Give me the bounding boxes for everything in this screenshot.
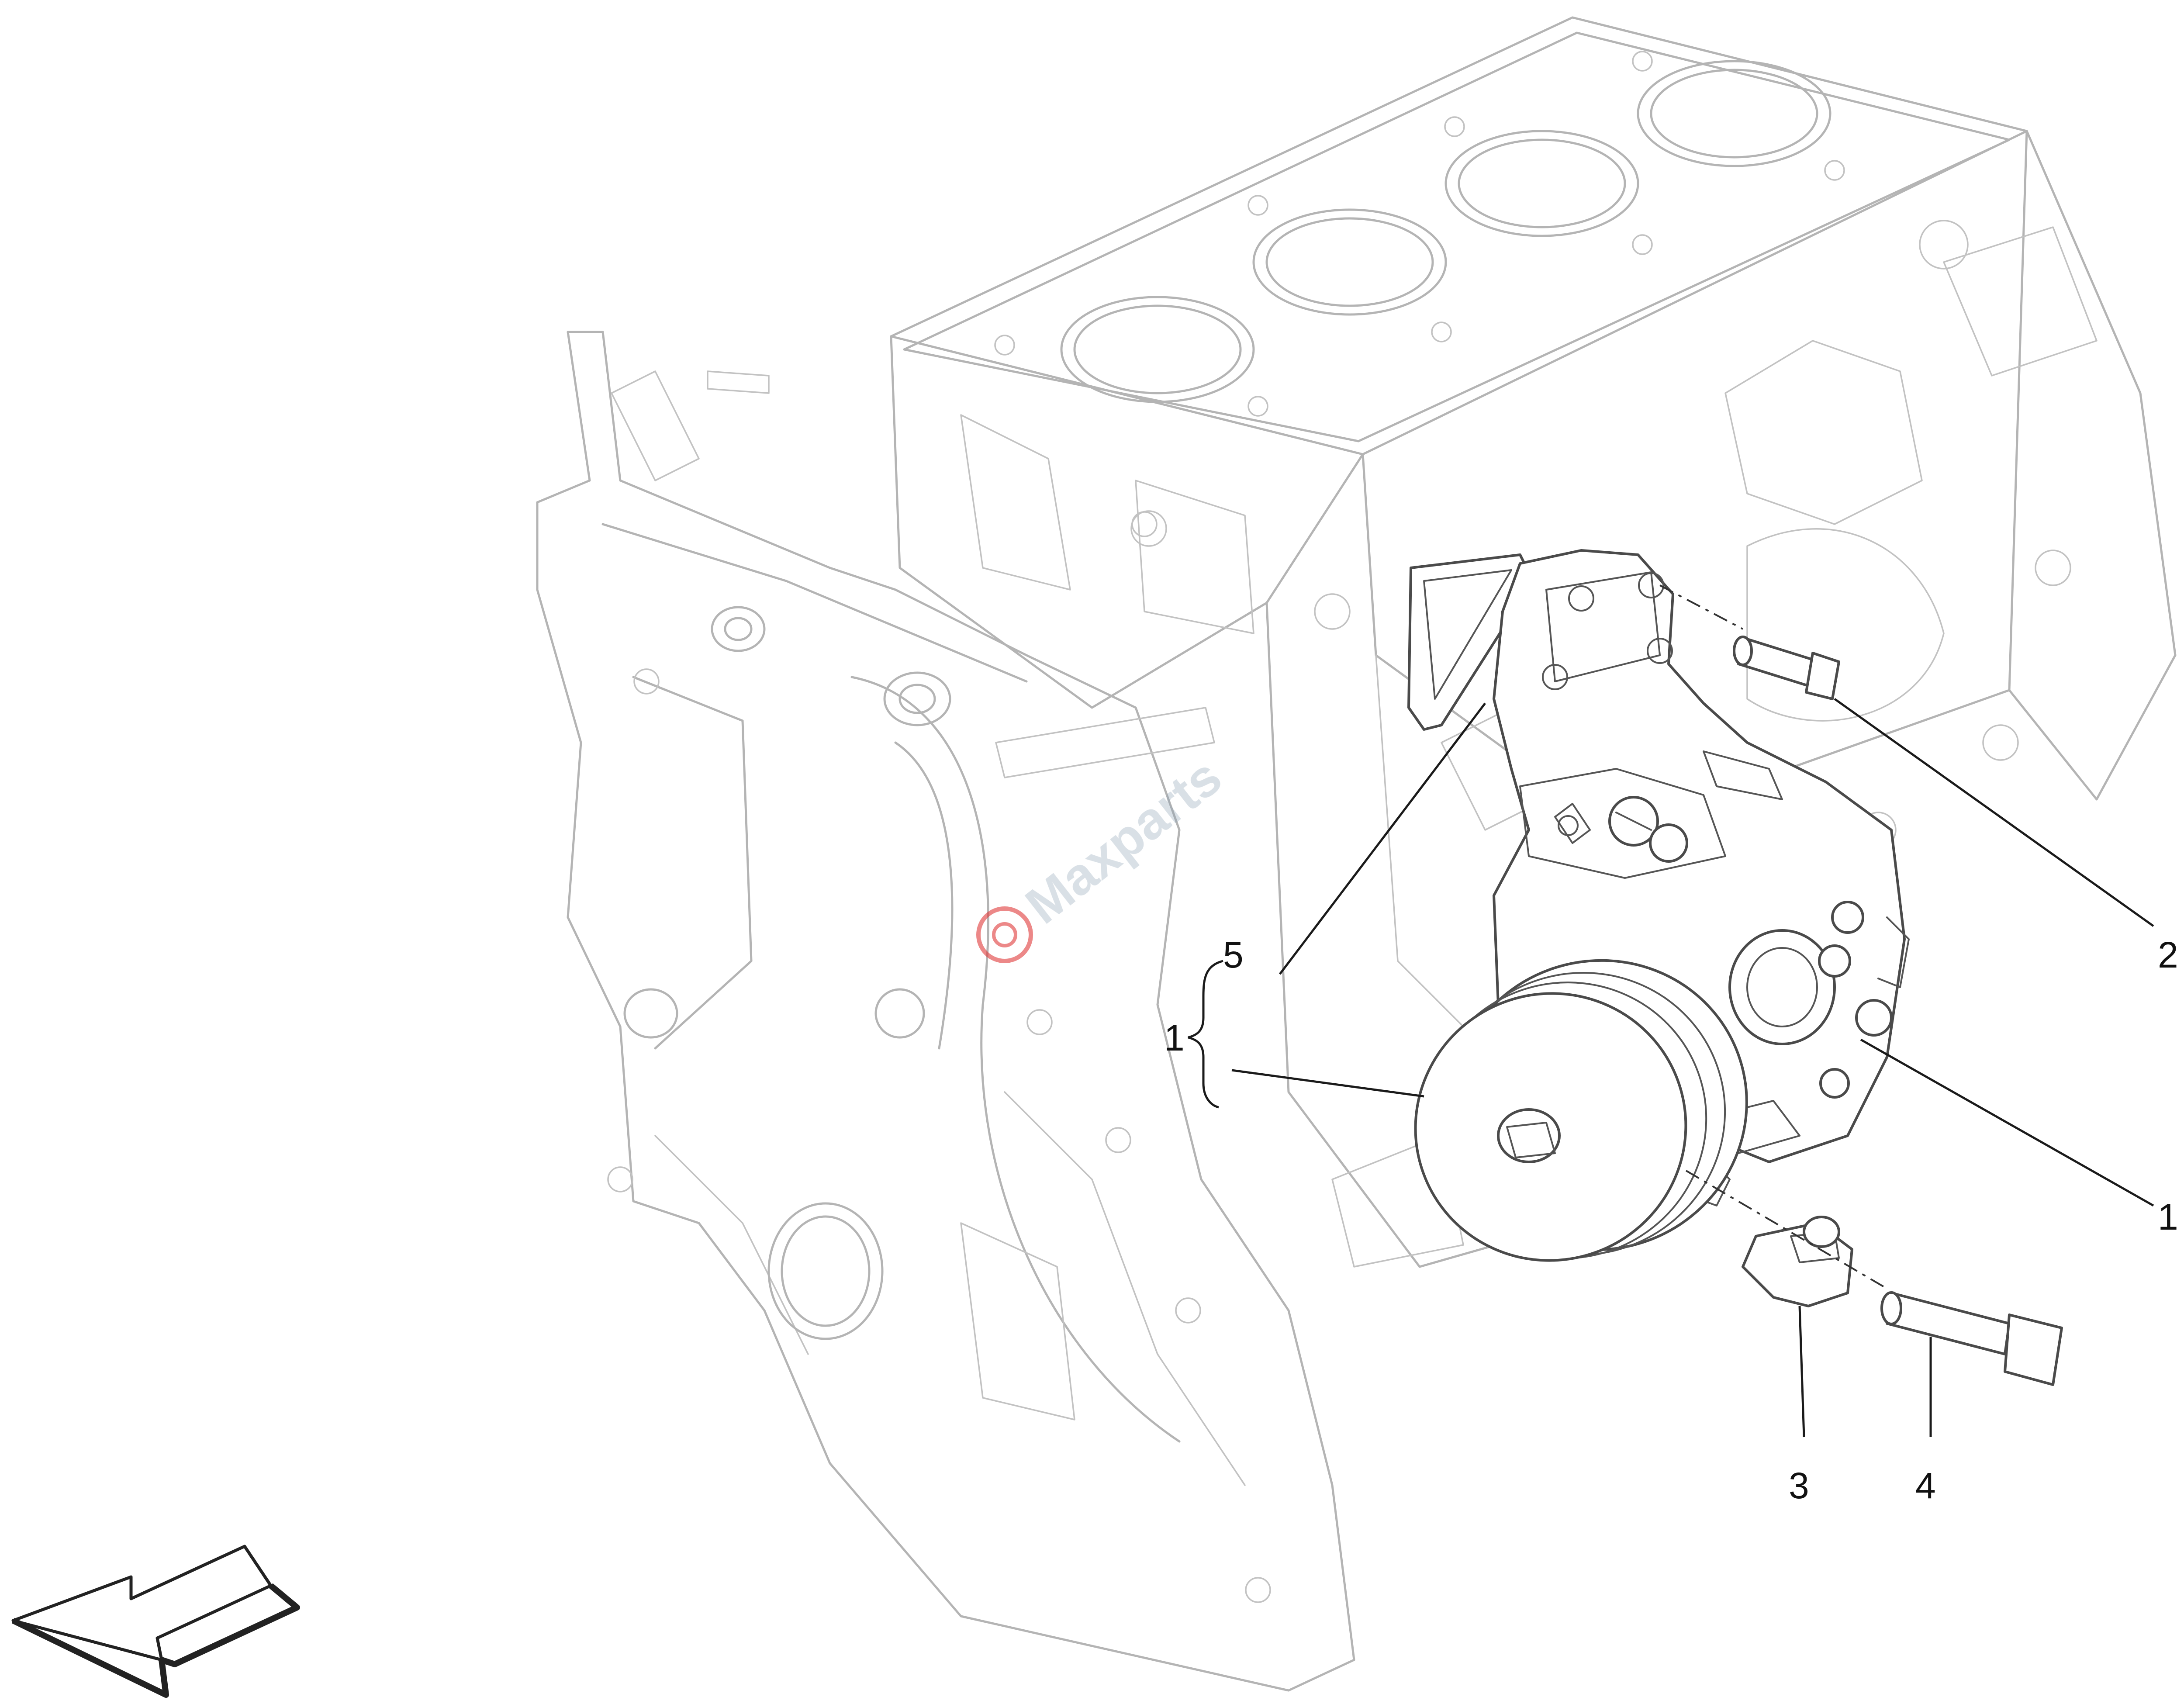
watermark-gear-icon [976,906,1033,963]
bracket-brace [1188,960,1223,1109]
leader-lines [1188,698,2154,1438]
pump-bolt-upper [1733,636,1840,700]
callout-5: 5 [1223,934,1244,975]
pump-gasket [1407,553,1534,731]
callout-1-right: 1 [2158,1196,2178,1237]
callout-labels: 1 5 2 1 3 4 [1164,934,2178,1506]
callout-1-bracket: 1 [1164,1017,1185,1058]
watermark-brand-text: Maxparts [1015,747,1233,935]
callout-2: 2 [2158,934,2178,975]
assembly-axis-lines [1659,584,1888,1289]
arrow-down-left-icon [11,1545,300,1698]
watermark-logo: Maxparts [976,747,1233,963]
pump-bolt-lower [1880,1291,2063,1386]
callout-4: 4 [1915,1465,1936,1506]
pump-bracket [1742,1216,1853,1307]
pump-pulley [1414,959,1748,1262]
timing-cover-ghost [536,331,1355,1692]
callout-3: 3 [1789,1465,1809,1506]
